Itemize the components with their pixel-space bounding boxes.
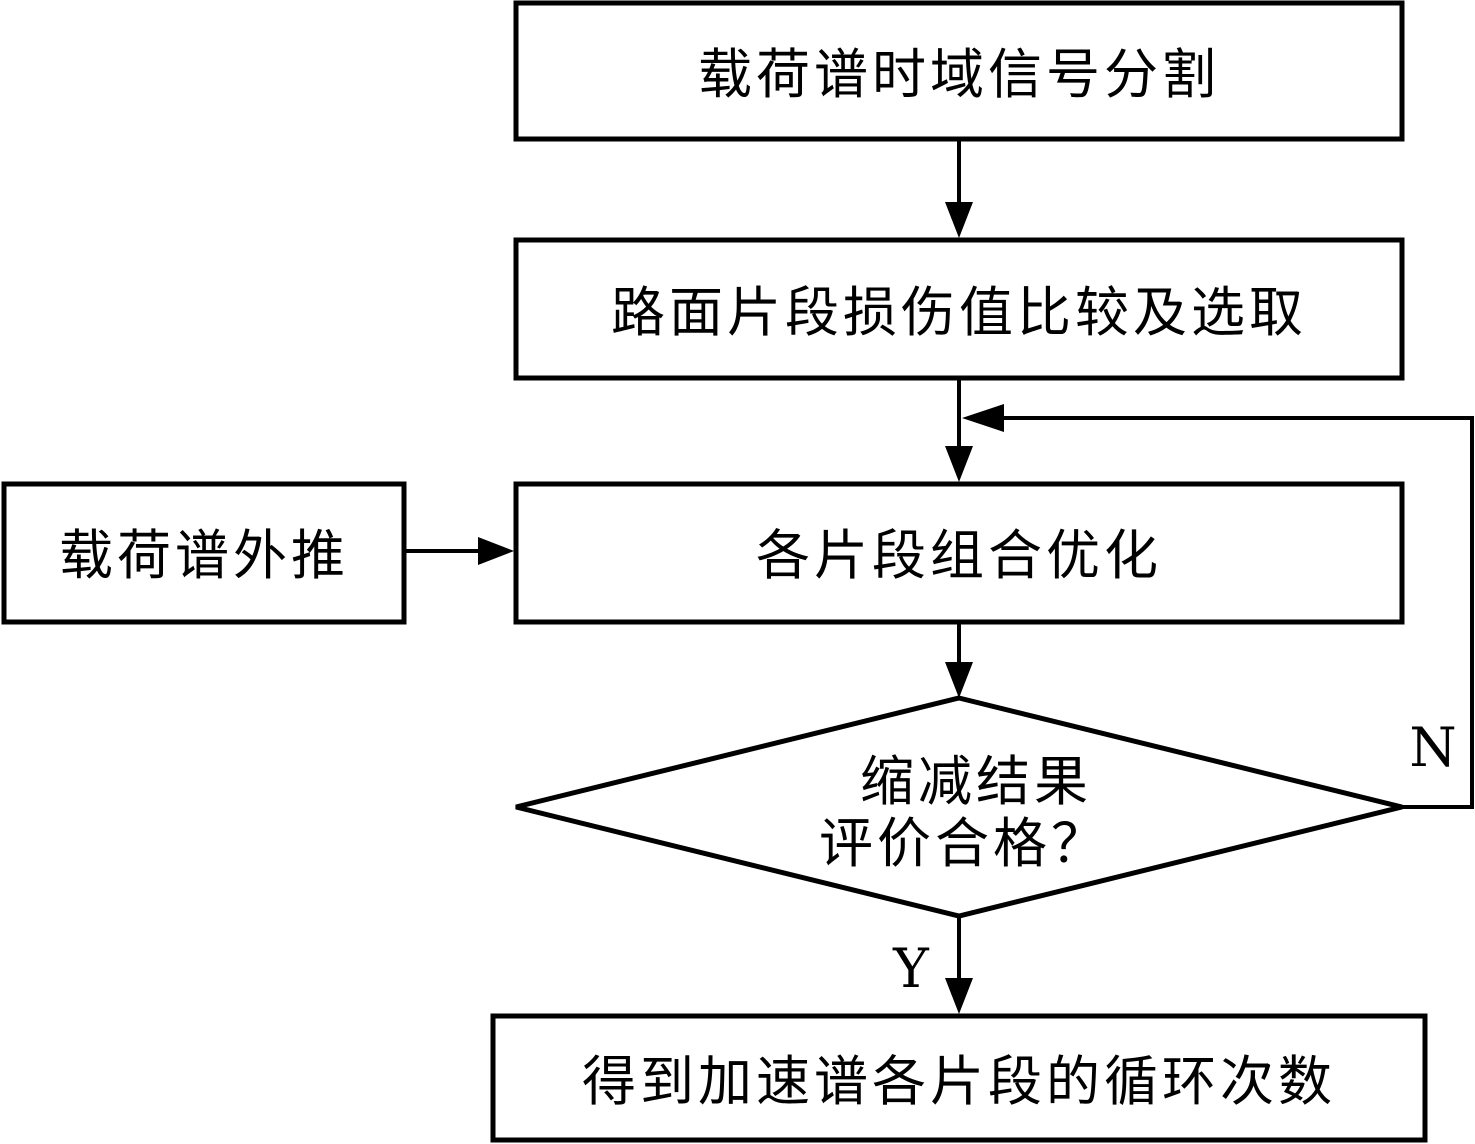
node-result-label: 得到加速谱各片段的循环次数 (582, 1050, 1336, 1113)
edge-decision-no-loop: N (962, 404, 1474, 809)
edge-line (1000, 416, 1474, 809)
branch-no-label: N (1409, 716, 1456, 779)
node-extrapolate: 载荷谱外推 (1, 481, 407, 625)
arrowhead-icon (945, 446, 973, 482)
edge-optimize-to-decision (945, 622, 973, 698)
edge-split-to-compare (945, 139, 973, 238)
arrowhead-icon (478, 537, 514, 565)
node-extrapolate-label: 载荷谱外推 (59, 524, 349, 587)
node-result: 得到加速谱各片段的循环次数 (490, 1013, 1428, 1143)
node-optimize: 各片段组合优化 (513, 481, 1405, 625)
edge-decision-yes: Y (892, 916, 973, 1014)
edge-compare-to-optimize (945, 378, 973, 482)
node-result-box (490, 1013, 1428, 1143)
node-decision-line2: 评价合格？ (819, 812, 1109, 875)
node-compare-label: 路面片段损伤值比较及选取 (611, 281, 1307, 344)
node-split-label: 载荷谱时域信号分割 (698, 43, 1220, 106)
node-compare: 路面片段损伤值比较及选取 (513, 237, 1405, 381)
node-decision-line1: 缩减结果 (860, 750, 1092, 813)
edge-extrapolate-to-optimize (404, 537, 514, 565)
node-extrapolate-box (1, 481, 407, 625)
node-split: 载荷谱时域信号分割 (513, 0, 1405, 142)
branch-yes-label: Y (892, 937, 930, 1000)
arrowhead-icon (962, 404, 1004, 432)
node-optimize-label: 各片段组合优化 (756, 524, 1162, 587)
node-compare-box (513, 237, 1405, 381)
arrowhead-icon (945, 662, 973, 698)
node-split-box (513, 0, 1405, 142)
arrowhead-icon (945, 978, 973, 1014)
arrowhead-icon (945, 202, 973, 238)
node-decision: 缩减结果 评价合格？ (515, 695, 1403, 919)
